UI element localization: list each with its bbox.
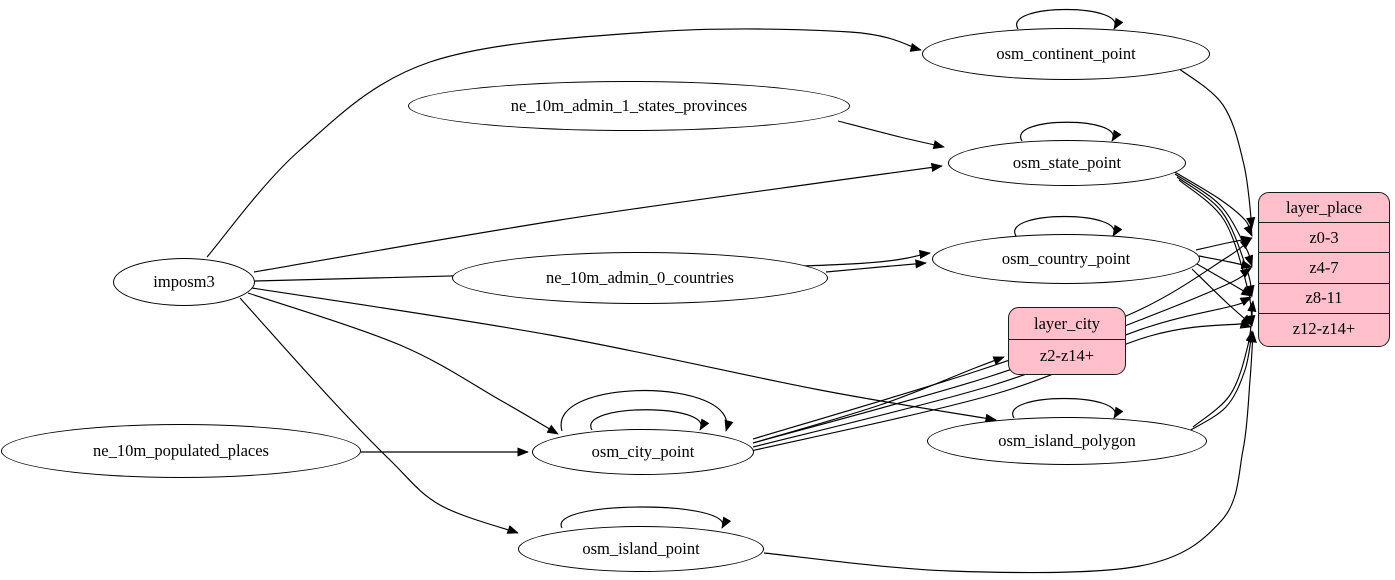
node-osm_city_point: osm_city_point xyxy=(532,429,754,475)
node-osm_state_point: osm_state_point xyxy=(948,140,1186,186)
record-row-layer_place-z0-3: z0-3 xyxy=(1259,223,1389,254)
self-loop-osm_state_point-1 xyxy=(1020,121,1122,142)
edge-ne_10m_admin_1_states_provinces-to-osm_state_point xyxy=(837,120,945,150)
edge-osm_city_point-to-layer_city:z2-z14+ xyxy=(752,356,1005,444)
node-label-osm_country_point: osm_country_point xyxy=(1001,249,1131,268)
record-row-layer_place-z4-7: z4-7 xyxy=(1259,253,1389,284)
node-ne_10m_admin_1_states_provinces: ne_10m_admin_1_states_provinces xyxy=(408,81,850,131)
node-label-osm_state_point: osm_state_point xyxy=(1012,153,1122,172)
edge-osm_country_point-to-layer_place:z4-7 xyxy=(1198,255,1253,270)
node-label-ne_10m_admin_1_states_provinces: ne_10m_admin_1_states_provinces xyxy=(510,96,748,115)
self-loop-osm_country_point-2 xyxy=(1014,215,1123,237)
record-layer_city: layer_city z2-z14+ xyxy=(1008,307,1126,375)
edge-osm_state_point-to-layer_place:z8-11 xyxy=(1176,176,1255,297)
node-label-osm_island_polygon: osm_island_polygon xyxy=(998,431,1136,450)
node-osm_island_polygon: osm_island_polygon xyxy=(927,417,1207,465)
record-row-layer_place-z8-11: z8-11 xyxy=(1259,284,1389,314)
node-ne_10m_populated_places: ne_10m_populated_places xyxy=(1,424,361,478)
edge-imposm3-to-osm_city_point xyxy=(247,292,559,435)
self-loop-osm_city_point-4 xyxy=(590,409,710,431)
edge-ne_10m_admin_0_countries-to-osm_country_point xyxy=(825,259,927,273)
self-loop-osm_continent_point-0 xyxy=(1016,8,1124,30)
edge-imposm3-to-osm_state_point xyxy=(253,162,943,273)
self-loop-osm_island_polygon-5 xyxy=(1012,397,1124,419)
node-imposm3: imposm3 xyxy=(113,258,255,306)
self-loop-osm_island_point-6 xyxy=(560,506,732,529)
edge-osm_island_polygon-to-layer_place:z8-11 xyxy=(1192,300,1257,428)
node-label-osm_continent_point: osm_continent_point xyxy=(996,44,1136,63)
record-header-layer_place: layer_place xyxy=(1259,193,1389,223)
edge-osm_state_point-to-layer_place:z0-3 xyxy=(1172,170,1253,237)
node-label-osm_city_point: osm_city_point xyxy=(591,442,695,461)
edge-osm_continent_point-to-layer_place:z0-3 xyxy=(1177,67,1256,229)
edges-group xyxy=(206,8,1257,574)
node-label-ne_10m_admin_0_countries: ne_10m_admin_0_countries xyxy=(546,268,734,287)
edge-osm_island_polygon-to-layer_place:z12-z14+ xyxy=(1188,330,1255,432)
node-ne_10m_admin_0_countries: ne_10m_admin_0_countries xyxy=(452,252,828,304)
edge-imposm3-to-osm_island_point xyxy=(239,297,519,534)
node-osm_continent_point: osm_continent_point xyxy=(922,28,1210,80)
record-row-layer_city-z2-z14+: z2-z14+ xyxy=(1039,346,1095,365)
edge-osm_country_point-to-layer_place:z12-z14+ xyxy=(1191,268,1253,326)
record-header-layer_city: layer_city xyxy=(1009,308,1125,340)
self-loop-osm_city_point-3 xyxy=(560,389,734,432)
record-row-layer_place-z12-z14+: z12-z14+ xyxy=(1292,318,1356,338)
edge-osm_island_point-to-layer_place:z12-z14+ xyxy=(763,331,1257,574)
node-label-ne_10m_populated_places: ne_10m_populated_places xyxy=(93,441,269,460)
node-osm_island_point: osm_island_point xyxy=(518,526,764,572)
edge-imposm3-to-osm_continent_point xyxy=(206,28,922,258)
edge-imposm3-to-osm_island_polygon xyxy=(251,287,997,423)
node-label-imposm3: imposm3 xyxy=(153,272,215,291)
edge-osm_country_point-to-layer_place:z8-11 xyxy=(1196,263,1253,297)
node-osm_country_point: osm_country_point xyxy=(932,234,1200,284)
edge-osm_state_point-to-layer_place:z4-7 xyxy=(1174,173,1254,267)
node-label-osm_island_point: osm_island_point xyxy=(582,539,700,558)
